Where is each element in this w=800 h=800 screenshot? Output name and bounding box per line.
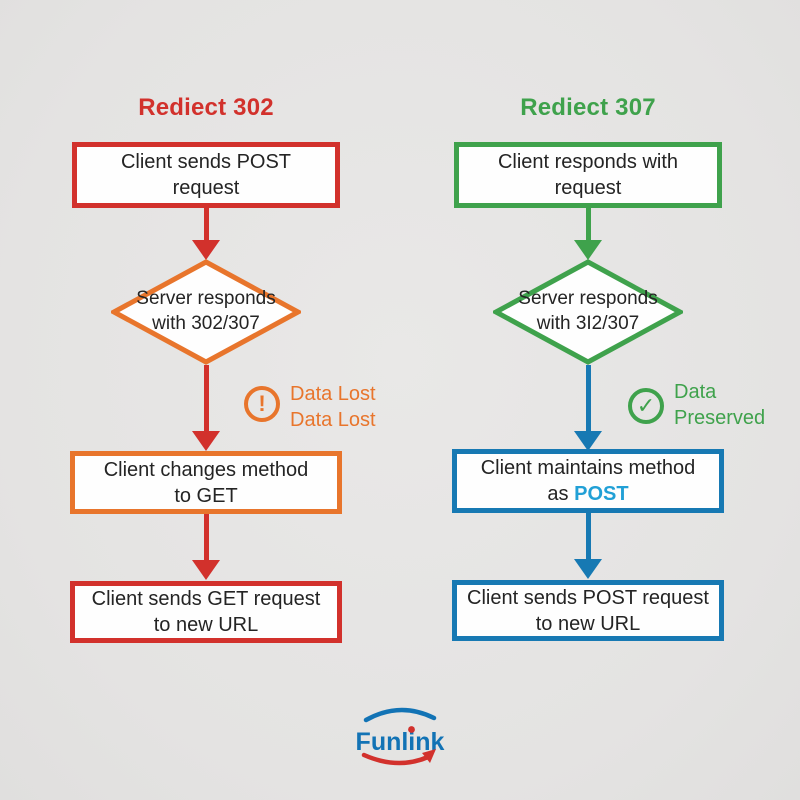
post-method-text: POST (574, 483, 629, 505)
arrow-head (192, 431, 220, 451)
logo-top-arc (363, 707, 437, 723)
arrow-shaft (203, 365, 209, 431)
exclamation-icon: ! (244, 386, 280, 422)
left-column-title: Rediect 302 (138, 94, 274, 121)
annotation-text: Data Preserved (674, 381, 766, 429)
data-preserved-annotation: ✓ Data Preserved (628, 381, 765, 431)
check-icon: ✓ (628, 388, 664, 424)
diamond-shape (493, 259, 683, 365)
arrow-down-icon (191, 208, 221, 260)
arrow-down-icon (191, 514, 221, 580)
right-column-title: Rediect 307 (520, 94, 656, 121)
box-text: Client maintains method as POST (481, 455, 696, 507)
data-lost-annotation: ! Data Lost Data Lost (244, 383, 376, 433)
funlink-logo: Funlink (340, 698, 460, 770)
arrow-shaft (585, 365, 591, 431)
arrow-shaft (203, 208, 209, 240)
logo-bottom-arc (361, 752, 431, 766)
diamond-shape (111, 259, 301, 365)
arrow-down-icon (573, 208, 603, 260)
right-box-client-responds: Client responds with request (454, 142, 722, 208)
arrow-shaft (585, 513, 591, 559)
arrow-head (192, 240, 220, 260)
arrow-head (192, 560, 220, 580)
box-text: Client sends GET request to new URL (91, 588, 321, 636)
box-text: Client sends POST request (120, 151, 292, 199)
arrow-down-icon (573, 513, 603, 579)
left-decision-diamond: Server responds with 302/307 (111, 259, 301, 365)
right-decision-diamond: Server responds with 3I2/307 (493, 259, 683, 365)
arrow-down-icon (191, 365, 221, 451)
funlink-logo-graphic: Funlink (356, 707, 445, 766)
arrow-shaft (585, 208, 591, 240)
box-text-prefix: Client maintains method as (480, 457, 696, 505)
box-text: Client responds with request (497, 151, 679, 199)
arrow-head (574, 559, 602, 579)
diamond-text: Server responds with 302/307 (136, 288, 276, 334)
arrow-down-icon (573, 365, 603, 451)
left-box-changes-method: Client changes method to GET (70, 451, 342, 514)
arrow-head (574, 431, 602, 451)
box-text: Client changes method to GET (103, 458, 309, 507)
left-box-sends-get: Client sends GET request to new URL (70, 581, 342, 643)
arrow-head (574, 240, 602, 260)
logo-arrowhead-icon (422, 749, 436, 763)
logo-i-dot (408, 726, 415, 733)
left-box-client-sends-post: Client sends POST request (72, 142, 340, 208)
right-box-sends-post: Client sends POST request to new URL (452, 580, 724, 641)
arrow-shaft (203, 514, 209, 560)
annotation-text: Data Lost Data Lost (290, 383, 376, 431)
right-box-maintains-method: Client maintains method as POST (452, 449, 724, 513)
box-text: Client sends POST request to new URL (467, 586, 709, 635)
diamond-text: Server responds with 3I2/307 (518, 288, 658, 334)
